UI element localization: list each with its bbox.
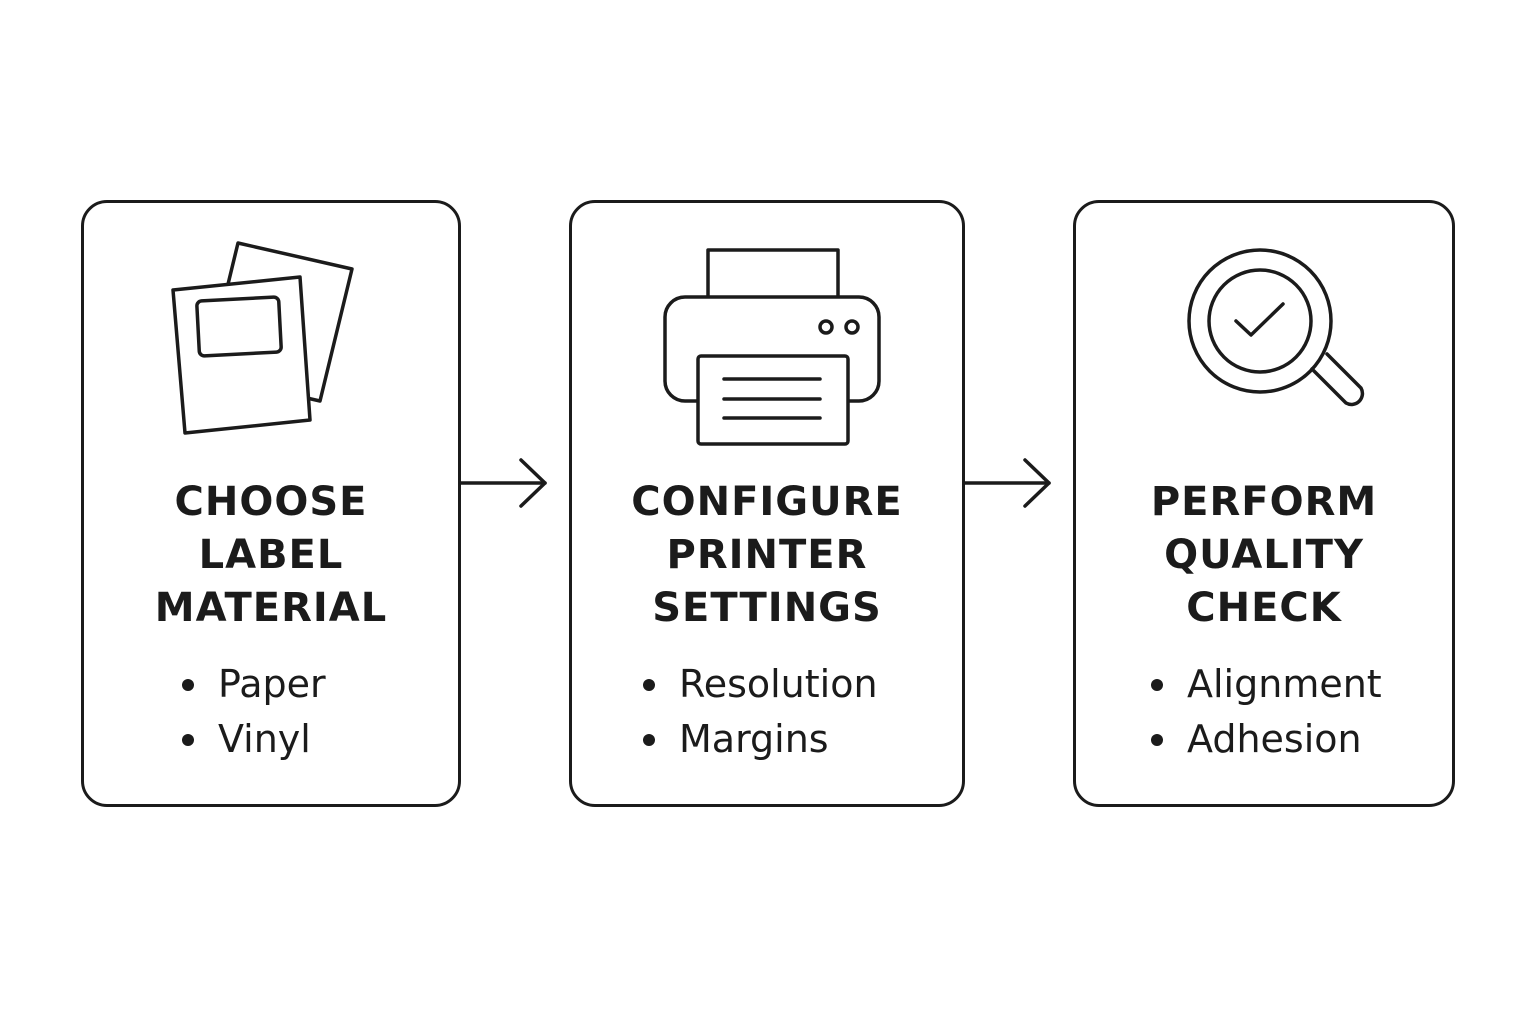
arrow-right-icon — [459, 458, 547, 508]
printer-icon — [663, 248, 881, 446]
step-title-line: CHECK — [1186, 585, 1342, 631]
step-title-line: LABEL — [198, 532, 344, 578]
step-title-line: CHOOSE — [174, 479, 368, 525]
bullet-item: Margins — [643, 715, 878, 770]
step-title-line: MATERIAL — [154, 585, 388, 631]
step-title-line: PERFORM — [1150, 479, 1378, 525]
step-bullet-list: Resolution Margins — [643, 660, 878, 770]
bullet-item: Alignment — [1151, 660, 1382, 715]
step-bullet-list: Alignment Adhesion — [1151, 660, 1382, 770]
step-bullet-list: Paper Vinyl — [182, 660, 326, 770]
bullet-item: Paper — [182, 660, 326, 715]
magnifier-check-icon — [1187, 248, 1365, 407]
bullet-item: Adhesion — [1151, 715, 1382, 770]
bullet-item: Vinyl — [182, 715, 326, 770]
step-title-line: CONFIGURE — [631, 479, 903, 525]
arrow-right-icon — [963, 458, 1051, 508]
step-title: PERFORM QUALITY CHECK — [1076, 476, 1452, 635]
step-title-line: PRINTER — [666, 532, 868, 578]
step-title: CHOOSE LABEL MATERIAL — [84, 476, 458, 635]
step-card-configure-printer-settings: CONFIGURE PRINTER SETTINGS Resolution Ma… — [569, 200, 965, 807]
bullet-item: Resolution — [643, 660, 878, 715]
step-card-perform-quality-check: PERFORM QUALITY CHECK Alignment Adhesion — [1073, 200, 1455, 807]
step-title-line: SETTINGS — [652, 585, 882, 631]
label-sheets-icon — [171, 241, 354, 435]
step-title: CONFIGURE PRINTER SETTINGS — [572, 476, 962, 635]
step-title-line: QUALITY — [1164, 532, 1364, 578]
step-card-choose-label-material: CHOOSE LABEL MATERIAL Paper Vinyl — [81, 200, 461, 807]
